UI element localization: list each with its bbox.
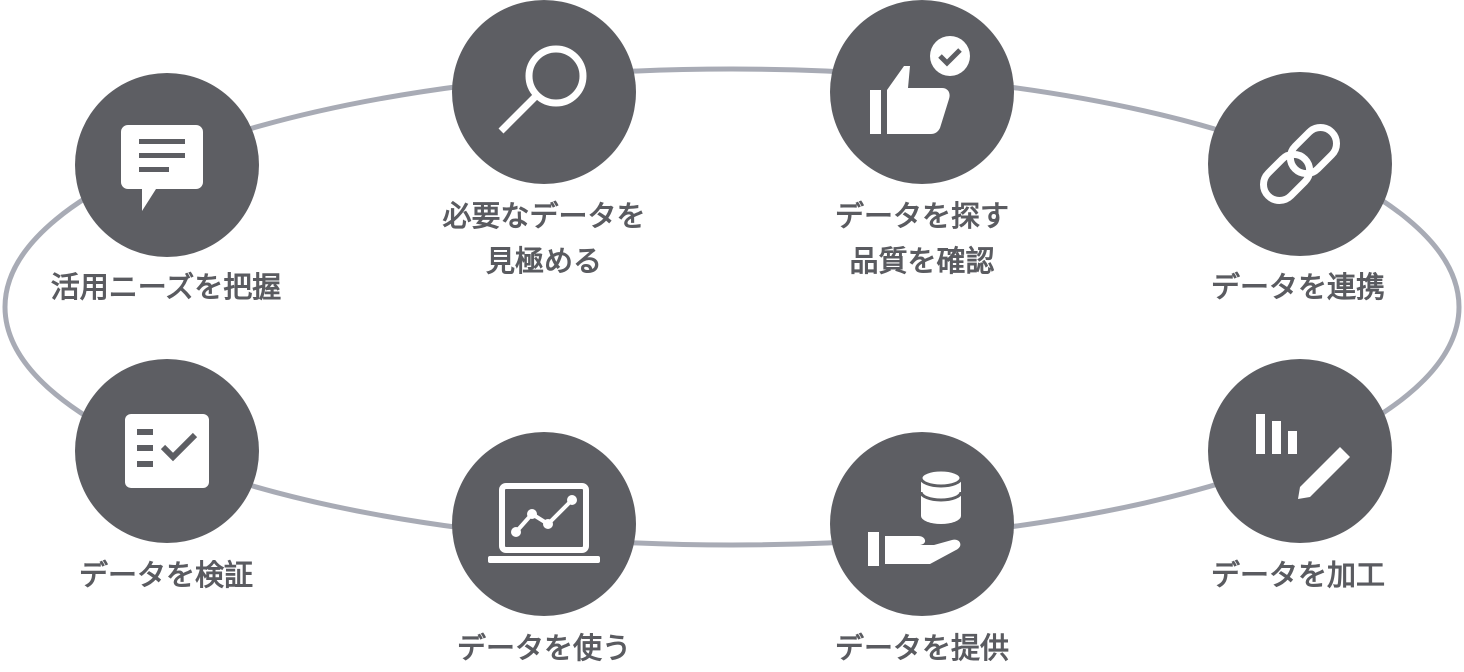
database-hand-icon (868, 468, 963, 566)
step-label-link: データを連携 (1210, 270, 1385, 304)
chart-edit-icon (1256, 414, 1350, 499)
step-node-verify (75, 359, 259, 543)
step-node-identify (452, 0, 636, 184)
step-label-verify: データを検証 (78, 558, 253, 592)
thumbs-up-check-icon (870, 32, 974, 134)
step-node-link (1208, 72, 1392, 256)
step-label-provide: データを提供 (834, 631, 1009, 665)
checklist-icon (125, 414, 209, 488)
step-node-provide (830, 432, 1014, 616)
laptop-chart-icon (488, 483, 600, 563)
step-label-needs: 活用ニーズを把握 (50, 270, 282, 304)
step-node-use (452, 432, 636, 616)
step-label-find: データを探す 品質を確認 (834, 199, 1009, 278)
step-label-identify: 必要なデータを 見極める (442, 199, 646, 278)
step-node-process (1208, 359, 1392, 543)
step-label-use: データを使う (456, 631, 631, 665)
step-label-process: データを加工 (1210, 558, 1385, 592)
step-node-needs (75, 73, 259, 257)
step-node-find (830, 0, 1014, 184)
magnifier-icon (498, 45, 587, 134)
link-icon (1259, 123, 1341, 205)
chat-icon (121, 125, 203, 211)
